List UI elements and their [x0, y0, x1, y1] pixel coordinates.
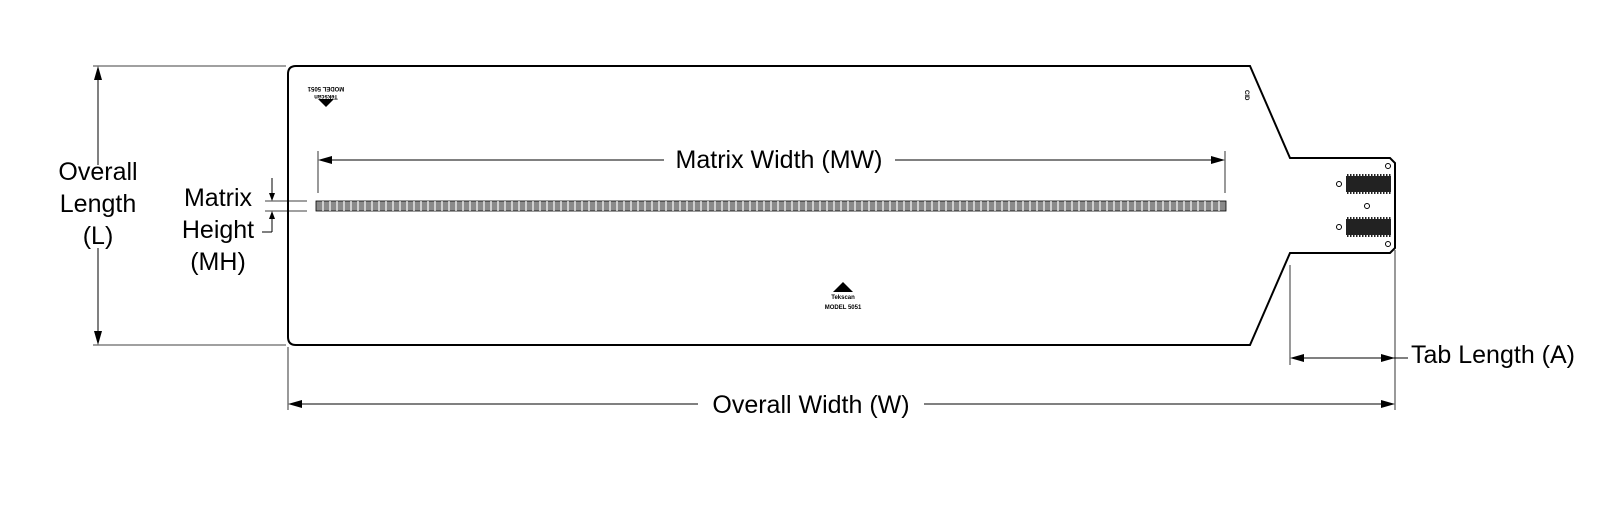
pad-tooth [1359, 235, 1361, 237]
overall-length-label: Length [60, 190, 136, 218]
pad-tooth [1359, 192, 1361, 194]
pad-tooth [1389, 174, 1391, 176]
pad-tooth [1380, 235, 1382, 237]
pad-tooth [1362, 192, 1364, 194]
pad-tooth [1359, 174, 1361, 176]
pad-tooth [1350, 235, 1352, 237]
pad-tooth [1380, 192, 1382, 194]
pad-tooth [1377, 217, 1379, 219]
overall-width-dimension: Overall Width (W) [287, 250, 1396, 419]
pad-tooth [1380, 217, 1382, 219]
logo-brand: Tekscan [831, 295, 855, 301]
matrix-height-label: (MH) [190, 248, 246, 276]
pad-tooth [1377, 235, 1379, 237]
pad-tooth [1380, 174, 1382, 176]
logo-triangle [833, 282, 853, 292]
logo-triangle [318, 99, 334, 107]
pad-lower [1346, 219, 1391, 235]
pad-tooth [1347, 235, 1349, 237]
overall-length-dimension: Overall Length (L) [58, 65, 286, 346]
sensor-outline [287, 65, 1396, 346]
pad-tooth [1374, 235, 1376, 237]
pad-tooth [1350, 192, 1352, 194]
pad-tooth [1359, 217, 1361, 219]
hole-4 [1336, 224, 1342, 230]
matrix-height-label: Height [182, 216, 254, 244]
pad-tooth [1347, 174, 1349, 176]
pad-tooth [1368, 192, 1370, 194]
pad-tooth [1350, 217, 1352, 219]
overall-length-label: (L) [83, 222, 114, 250]
pad-tooth [1368, 235, 1370, 237]
matrix-width-label: Matrix Width (MW) [676, 146, 883, 174]
hole-1 [1385, 163, 1391, 169]
hole-5 [1385, 241, 1391, 247]
pad-tooth [1374, 217, 1376, 219]
pad-tooth [1356, 192, 1358, 194]
pad-tooth [1362, 174, 1364, 176]
pad-tooth [1386, 174, 1388, 176]
tab-length-label: Tab Length (A) [1411, 341, 1575, 369]
logo-top-left: Tekscan MODEL 5051 [307, 85, 344, 107]
logo-brand: Tekscan [314, 93, 338, 99]
hole-3 [1364, 203, 1370, 209]
overall-width-label: Overall Width (W) [712, 391, 909, 419]
pad-tooth [1386, 235, 1388, 237]
matrix-height-label: Matrix [184, 184, 253, 212]
pad-tooth [1350, 174, 1352, 176]
logo-model: MODEL 5051 [307, 85, 344, 91]
pad-tooth [1389, 192, 1391, 194]
pad-tooth [1353, 192, 1355, 194]
overall-length-label: Overall [58, 158, 137, 186]
pad-tooth [1365, 192, 1367, 194]
tab-marking: CID [1243, 90, 1249, 101]
pad-tooth [1371, 174, 1373, 176]
pad-tooth [1353, 235, 1355, 237]
pad-upper [1346, 176, 1391, 192]
pad-tooth [1383, 217, 1385, 219]
pad-tooth [1368, 217, 1370, 219]
pad-tooth [1371, 192, 1373, 194]
pad-tooth [1386, 192, 1388, 194]
pad-tooth [1383, 174, 1385, 176]
pad-tooth [1389, 217, 1391, 219]
pad-tooth [1368, 174, 1370, 176]
matrix-cells [322, 201, 1220, 211]
sensing-matrix [315, 200, 1227, 212]
pad-tooth [1377, 174, 1379, 176]
pad-tooth [1365, 217, 1367, 219]
pad-tooth [1356, 174, 1358, 176]
pad-tooth [1365, 235, 1367, 237]
pad-tooth [1356, 217, 1358, 219]
hole-2 [1336, 181, 1342, 187]
pad-tooth [1347, 217, 1349, 219]
pad-tooth [1371, 217, 1373, 219]
pad-tooth [1362, 217, 1364, 219]
pad-tooth [1383, 192, 1385, 194]
pad-teeth [1347, 174, 1391, 237]
logo-bottom-center: Tekscan MODEL 5051 [825, 282, 862, 311]
pad-tooth [1389, 235, 1391, 237]
matrix-width-dimension: Matrix Width (MW) [317, 146, 1226, 193]
pad-tooth [1374, 192, 1376, 194]
pad-tooth [1386, 217, 1388, 219]
pad-tooth [1356, 235, 1358, 237]
pad-tooth [1353, 217, 1355, 219]
pad-tooth [1347, 192, 1349, 194]
pad-tooth [1362, 235, 1364, 237]
pad-tooth [1377, 192, 1379, 194]
pad-tooth [1365, 174, 1367, 176]
tab-length-dimension: Tab Length (A) [1289, 265, 1575, 369]
matrix-height-dimension: Matrix Height (MH) [182, 178, 307, 276]
connector-pads [1336, 163, 1391, 247]
pad-tooth [1371, 235, 1373, 237]
logo-model: MODEL 5051 [825, 305, 862, 311]
pad-tooth [1374, 174, 1376, 176]
pad-tooth [1383, 235, 1385, 237]
pad-tooth [1353, 174, 1355, 176]
